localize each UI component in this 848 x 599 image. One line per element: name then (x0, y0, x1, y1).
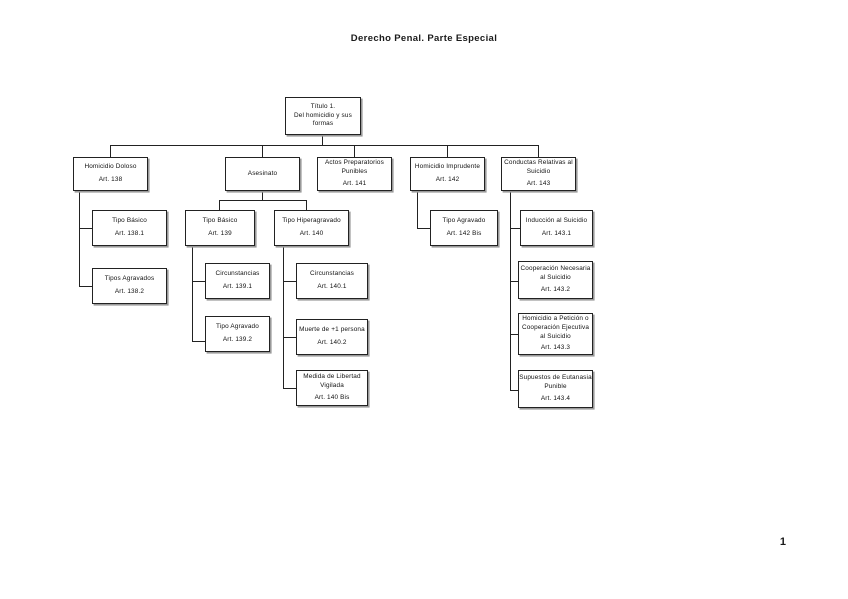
node-cooperacion-necesaria-line2: al Suicidio (540, 274, 571, 282)
connector-asesinato-bus (219, 200, 306, 202)
connector-stub-tipo-agravado-142 (417, 228, 430, 230)
node-muerte-varias-140-label: Muerte de +1 persona (299, 326, 365, 334)
node-homicidio-doloso-article: Art. 138 (98, 176, 123, 183)
connector-stub-tipos-agravados-138 (79, 286, 92, 288)
node-eutanasia-punible-line2: Punible (544, 383, 567, 391)
connector-drop-tipo-hiperagravado-140 (306, 200, 308, 210)
node-tipo-basico-138[interactable]: Tipo Básico Art. 138.1 (92, 210, 167, 246)
node-homicidio-peticion-line2: Cooperación Ejecutiva (521, 323, 590, 331)
connector-drop-asesinato (262, 145, 264, 157)
node-tipo-agravado-142-article: Art. 142 Bis (446, 230, 482, 237)
node-titulo-1-line3: formas (312, 120, 334, 128)
connector-drop-actos-preparatorios (354, 145, 356, 157)
connector-bus-conductas-suicidio (510, 190, 512, 391)
connector-drop-homicidio-doloso (110, 145, 112, 157)
connector-bus-homicidio-doloso (79, 190, 81, 287)
node-homicidio-doloso-label: Homicidio Doloso (84, 163, 137, 171)
node-asesinato[interactable]: Asesinato (225, 157, 300, 191)
connector-stub-circunstancias-139 (192, 281, 205, 283)
node-circunstancias-139-label: Circunstancias (215, 270, 260, 278)
connector-stub-muerte-varias-140 (283, 337, 296, 339)
node-actos-preparatorios-article: Art. 141 (342, 179, 367, 187)
connector-stub-tipo-basico-138 (79, 228, 92, 230)
connector-drop-homicidio-imprudente (447, 145, 449, 157)
node-actos-preparatorios-line1: Actos Preparatorios (325, 159, 384, 167)
connector-root-stem (322, 135, 324, 146)
node-tipos-agravados-138-label: Tipos Agravados (104, 275, 155, 283)
node-tipo-hiperagravado-140[interactable]: Tipo Hiperagravado Art. 140 (274, 210, 349, 246)
node-eutanasia-punible[interactable]: Supuestos de Eutanasia Punible Art. 143.… (518, 370, 593, 408)
node-homicidio-imprudente-article: Art. 142 (435, 176, 460, 183)
node-tipo-basico-139[interactable]: Tipo Básico Art. 139 (185, 210, 255, 246)
node-libertad-vigilada-140-line1: Medida de Libertad (303, 373, 361, 381)
node-homicidio-peticion[interactable]: Homicidio a Petición o Cooperación Ejecu… (518, 313, 593, 355)
connector-stub-eutanasia-punible (510, 390, 520, 392)
node-actos-preparatorios-line2: Punibles (341, 168, 368, 176)
node-cooperacion-necesaria-line1: Cooperación Necesaria (520, 265, 591, 273)
connector-root-bus (110, 145, 538, 147)
node-tipo-agravado-142-label: Tipo Agravado (442, 217, 486, 225)
node-homicidio-peticion-line1: Homicidio a Petición o (522, 314, 589, 322)
node-induccion-suicidio[interactable]: Inducción al Suicidio Art. 143.1 (520, 210, 593, 246)
node-conductas-suicidio-article: Art. 143 (526, 179, 551, 187)
page-number: 1 (779, 536, 786, 548)
connector-bus-homicidio-imprudente (417, 190, 419, 229)
node-actos-preparatorios[interactable]: Actos Preparatorios Punibles Art. 141 (317, 157, 392, 191)
node-homicidio-imprudente[interactable]: Homicidio Imprudente Art. 142 (410, 157, 485, 191)
node-circunstancias-139-article: Art. 139.1 (222, 283, 253, 290)
node-induccion-suicidio-article: Art. 143.1 (541, 230, 572, 237)
node-tipo-basico-139-label: Tipo Básico (202, 217, 238, 225)
connector-stub-homicidio-peticion (510, 334, 520, 336)
connector-stub-libertad-vigilada-140 (283, 388, 296, 390)
node-cooperacion-necesaria-article: Art. 143.2 (540, 285, 571, 293)
node-libertad-vigilada-140-article: Art. 140 Bis (314, 393, 350, 401)
node-homicidio-doloso[interactable]: Homicidio Doloso Art. 138 (73, 157, 148, 191)
node-tipo-agravado-139-label: Tipo Agravado (216, 323, 259, 331)
node-asesinato-label: Asesinato (247, 169, 278, 177)
node-titulo-1-line1: Título 1. (310, 102, 336, 110)
connector-stub-circunstancias-140 (283, 281, 296, 283)
node-tipo-agravado-142[interactable]: Tipo Agravado Art. 142 Bis (430, 210, 498, 246)
node-conductas-suicidio[interactable]: Conductas Relativas al Suicidio Art. 143 (501, 157, 576, 191)
connector-drop-conductas-suicidio (538, 145, 540, 157)
node-induccion-suicidio-label: Inducción al Suicidio (525, 217, 588, 225)
node-eutanasia-punible-article: Art. 143.4 (540, 394, 571, 402)
node-titulo-1[interactable]: Título 1. Del homicidio y sus formas (285, 97, 361, 135)
node-circunstancias-139[interactable]: Circunstancias Art. 139.1 (205, 263, 270, 299)
node-homicidio-imprudente-label: Homicidio Imprudente (414, 163, 481, 171)
node-tipo-basico-139-article: Art. 139 (208, 230, 232, 237)
node-muerte-varias-140[interactable]: Muerte de +1 persona Art. 140.2 (296, 319, 368, 355)
node-tipos-agravados-138-article: Art. 138.2 (114, 288, 145, 295)
page-title: Derecho Penal. Parte Especial (350, 33, 498, 44)
node-tipo-hiperagravado-140-label: Tipo Hiperagravado (282, 217, 341, 225)
node-cooperacion-necesaria[interactable]: Cooperación Necesaria al Suicidio Art. 1… (518, 261, 593, 299)
connector-drop-tipo-basico-139 (219, 200, 221, 210)
node-eutanasia-punible-line1: Supuestos de Eutanasia (519, 374, 592, 382)
connector-asesinato-stem (262, 190, 264, 201)
connector-bus-tipo-hiperagravado-140 (283, 243, 285, 389)
connector-stub-tipo-agravado-139 (192, 341, 205, 343)
node-tipo-agravado-139[interactable]: Tipo Agravado Art. 139.2 (205, 316, 270, 352)
node-circunstancias-140-article: Art. 140.1 (317, 283, 347, 290)
node-homicidio-peticion-line3: al Suicidio (540, 332, 571, 340)
node-libertad-vigilada-140-line2: Vigilada (320, 382, 344, 390)
connector-stub-cooperacion-necesaria (510, 281, 520, 283)
node-circunstancias-140-label: Circunstancias (309, 270, 354, 278)
node-tipo-basico-138-label: Tipo Básico (112, 217, 147, 225)
node-titulo-1-line2: Del homicidio y sus (294, 111, 352, 119)
node-conductas-suicidio-line1: Conductas Relativas al (504, 159, 573, 167)
node-tipos-agravados-138[interactable]: Tipos Agravados Art. 138.2 (92, 268, 167, 304)
node-tipo-basico-138-article: Art. 138.1 (114, 230, 145, 237)
node-libertad-vigilada-140[interactable]: Medida de Libertad Vigilada Art. 140 Bis (296, 370, 368, 406)
connector-stub-induccion-suicidio (510, 228, 520, 230)
connector-bus-tipo-basico-139 (192, 243, 194, 342)
node-muerte-varias-140-article: Art. 140.2 (317, 339, 347, 346)
node-circunstancias-140[interactable]: Circunstancias Art. 140.1 (296, 263, 368, 299)
node-tipo-agravado-139-article: Art. 139.2 (222, 336, 253, 343)
node-homicidio-peticion-article: Art. 143.3 (540, 344, 571, 352)
node-tipo-hiperagravado-140-article: Art. 140 (299, 230, 324, 237)
node-conductas-suicidio-line2: Suicidio (526, 168, 551, 176)
